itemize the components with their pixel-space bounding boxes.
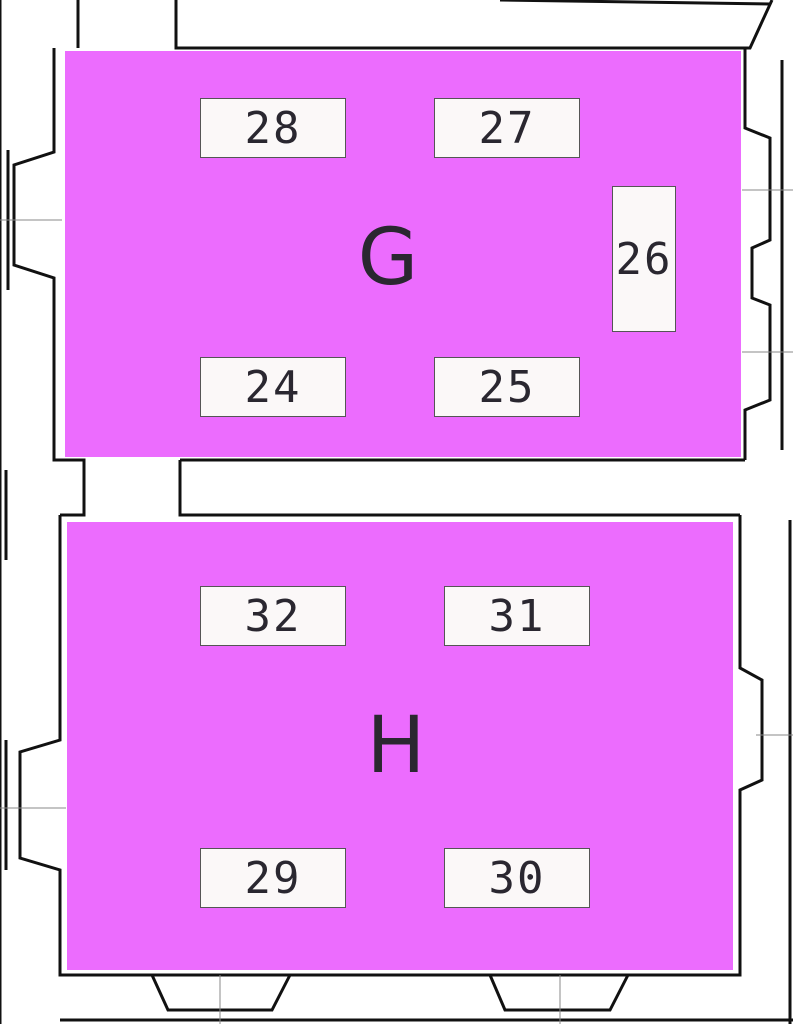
table-25[interactable]: 25: [434, 357, 580, 417]
table-24[interactable]: 24: [200, 357, 346, 417]
table-29[interactable]: 29: [200, 848, 346, 908]
table-31[interactable]: 31: [444, 586, 590, 646]
table-27[interactable]: 27: [434, 98, 580, 158]
table-26[interactable]: 26: [612, 186, 676, 332]
room-g-label: G: [357, 213, 419, 303]
table-28[interactable]: 28: [200, 98, 346, 158]
table-32[interactable]: 32: [200, 586, 346, 646]
room-h-label: H: [366, 701, 426, 791]
table-30[interactable]: 30: [444, 848, 590, 908]
room-h: [66, 521, 734, 971]
